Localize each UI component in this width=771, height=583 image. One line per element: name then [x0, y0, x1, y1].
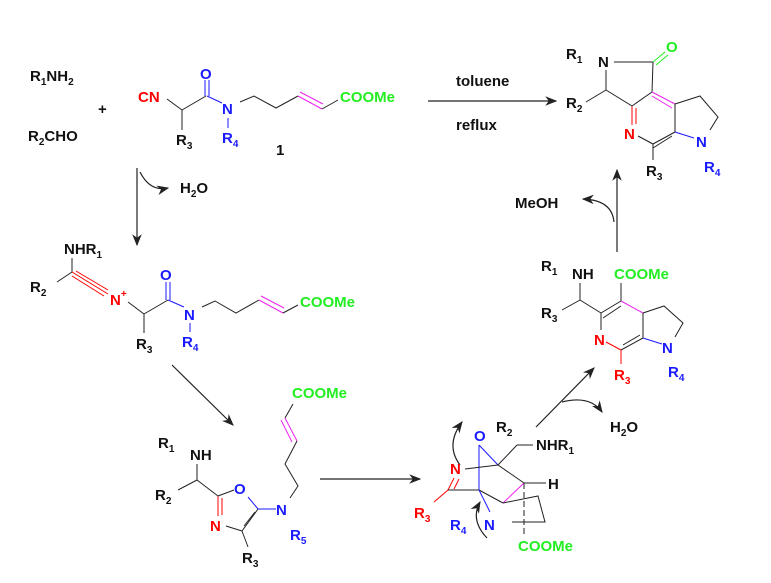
reactant-aldehyde: R2CHO	[28, 128, 78, 148]
water-label-1: H2O	[180, 180, 208, 200]
svg-text:R2: R2	[155, 487, 172, 507]
svg-text:NHR1: NHR1	[536, 437, 575, 457]
svg-text:O: O	[474, 428, 486, 445]
svg-text:R3: R3	[646, 163, 663, 183]
svg-text:COOMe: COOMe	[300, 294, 355, 311]
water-label-2: H2O	[610, 419, 638, 439]
water-loss-arrow	[139, 171, 170, 196]
ester-label: COOMe	[340, 89, 395, 106]
svg-text:N: N	[594, 332, 605, 349]
amide-n: N	[222, 101, 233, 118]
svg-text:R1: R1	[566, 46, 583, 66]
oxazole-intermediate: COOMe R1 NH R2 O N R3 N R5	[155, 385, 347, 570]
svg-text:COOMe: COOMe	[614, 266, 669, 283]
svg-text:N: N	[598, 54, 609, 71]
svg-text:N: N	[624, 126, 635, 143]
svg-text:R3: R3	[614, 367, 631, 387]
isocyanide-reactant-1: CN O N R3 R4 COOMe 1	[138, 66, 395, 159]
carbonyl-o: O	[200, 66, 212, 83]
svg-text:R3: R3	[414, 505, 431, 525]
svg-text:R4: R4	[668, 364, 685, 384]
svg-text:N+: N+	[110, 289, 127, 309]
svg-text:R3: R3	[136, 336, 153, 356]
condition-solvent: toluene	[456, 73, 509, 90]
svg-text:NH: NH	[572, 266, 594, 283]
methanol-loss-arrow	[581, 194, 615, 223]
nitrilium-intermediate: NHR1 R2 N+ O N R3 R4 COOMe	[30, 241, 355, 356]
svg-text:R4: R4	[704, 159, 721, 179]
step-arrow-up-right	[535, 367, 595, 428]
svg-text:R3: R3	[242, 550, 259, 570]
svg-text:R2: R2	[496, 419, 513, 439]
bicyclic-intermediate: O R2 NHR1 N H R3 N R4 COOMe	[414, 419, 575, 555]
svg-text:N: N	[276, 502, 287, 519]
svg-text:O: O	[666, 39, 678, 56]
final-product: R1 N O R2 N R3 N R4	[566, 39, 721, 183]
svg-text:R2: R2	[566, 95, 583, 115]
svg-text:N: N	[184, 307, 195, 324]
methanol-label: MeOH	[515, 195, 558, 212]
svg-text:NH: NH	[190, 447, 212, 464]
step-arrow-diagonal	[171, 364, 234, 426]
svg-text:N: N	[696, 134, 707, 151]
svg-text:R1: R1	[158, 435, 175, 455]
svg-text:R4: R4	[222, 130, 239, 150]
cn-label: CN	[138, 89, 160, 106]
svg-text:R1: R1	[541, 258, 558, 278]
plus-sign: +	[98, 101, 107, 118]
svg-text:NHR1: NHR1	[64, 241, 103, 261]
pyridine-intermediate: R1 NH COOMe R3 N N R3 R4	[541, 258, 685, 387]
reactant-amine: R1NH2	[30, 68, 74, 88]
svg-text:COOMe: COOMe	[292, 385, 347, 402]
svg-text:O: O	[234, 481, 246, 498]
water-loss-arrow-2	[561, 399, 603, 413]
svg-text:R2: R2	[30, 279, 47, 299]
svg-text:R3: R3	[541, 305, 558, 325]
svg-text:O: O	[160, 267, 172, 284]
svg-text:R2CHO: R2CHO	[28, 128, 78, 148]
svg-text:COOMe: COOMe	[518, 538, 573, 555]
condition-temperature: reflux	[456, 117, 498, 134]
svg-text:N: N	[662, 340, 673, 357]
svg-text:N: N	[210, 518, 221, 535]
compound-number: 1	[276, 142, 284, 159]
svg-text:R3: R3	[176, 132, 193, 152]
svg-text:R4: R4	[450, 517, 467, 537]
svg-text:N: N	[484, 517, 495, 534]
svg-text:N: N	[450, 461, 461, 478]
svg-text:R4: R4	[182, 334, 199, 354]
svg-text:R5: R5	[290, 527, 307, 547]
svg-text:R1NH2: R1NH2	[30, 68, 74, 88]
svg-text:H: H	[548, 476, 559, 493]
